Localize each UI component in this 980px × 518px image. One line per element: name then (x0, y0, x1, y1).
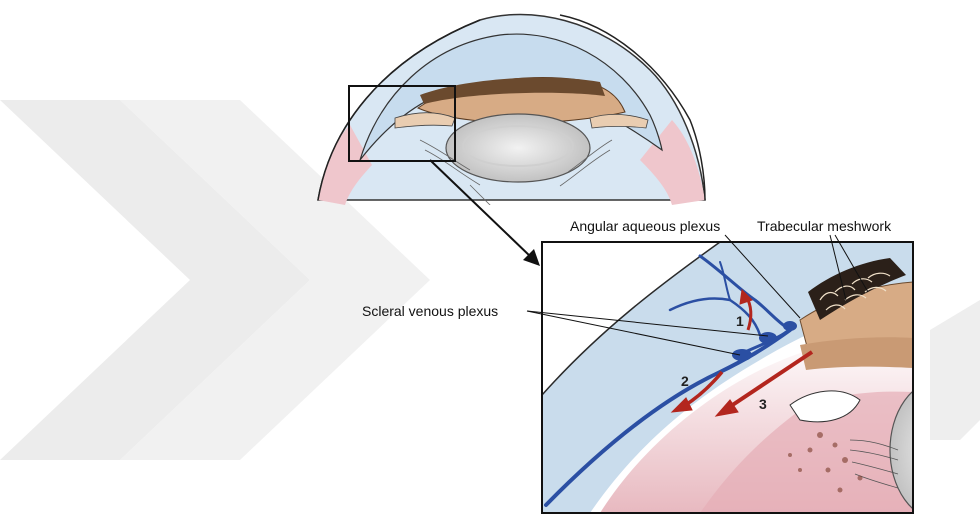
pathway-number-2: 2 (681, 374, 689, 388)
angular-aqueous-plexus-label: Angular aqueous plexus (570, 218, 720, 234)
pathway-number-1: 1 (736, 314, 744, 328)
inset-illustration (542, 242, 980, 518)
pathway-number-3: 3 (759, 397, 767, 411)
eye-overview (318, 14, 705, 215)
trabecular-meshwork-label: Trabecular meshwork (757, 218, 891, 234)
scleral-venous-plexus-label: Scleral venous plexus (362, 303, 498, 319)
